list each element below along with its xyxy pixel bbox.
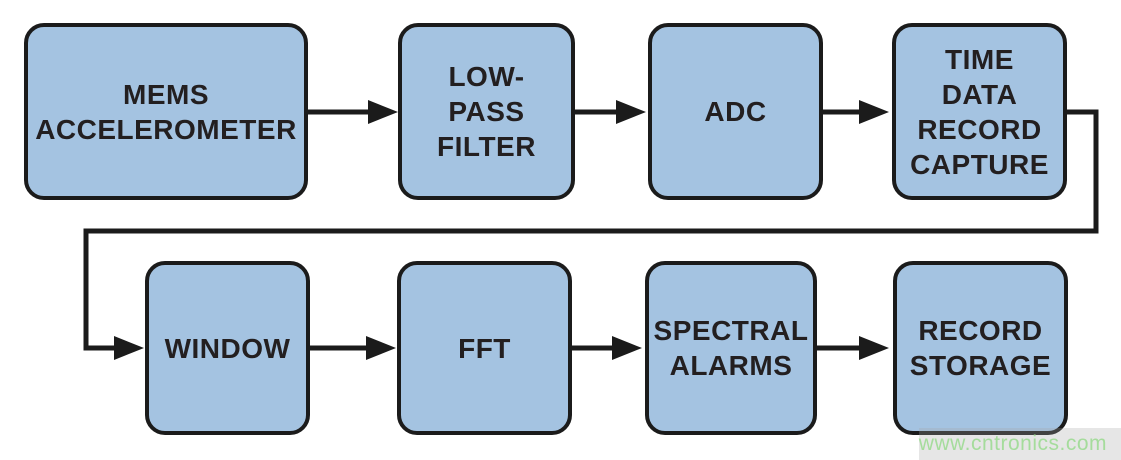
arrow-spectral-to-record: [817, 336, 889, 360]
block-mems-accelerometer: MEMS ACCELEROMETER: [24, 23, 308, 200]
block-window: WINDOW: [145, 261, 310, 435]
block-label-fft: FFT: [458, 332, 511, 364]
block-adc: ADC: [648, 23, 823, 200]
block-fft: FFT: [397, 261, 572, 435]
block-label-time-data-record-capture: TIME DATA RECORD CAPTURE: [910, 43, 1049, 180]
watermark-text: www.cntronics.com: [918, 432, 1107, 455]
block-label-record-storage: RECORD STORAGE: [909, 315, 1052, 381]
block-record-storage: RECORD STORAGE: [893, 261, 1068, 435]
arrow-adc-to-timedata: [823, 100, 889, 124]
watermark-band: www.cntronics.com: [919, 428, 1121, 460]
block-label-mems-accelerometer: MEMS ACCELEROMETER: [35, 78, 297, 145]
block-label-low-pass-filter: LOW- PASS FILTER: [437, 61, 536, 162]
arrow-window-to-fft: [310, 336, 396, 360]
block-time-data-record-capture: TIME DATA RECORD CAPTURE: [892, 23, 1067, 200]
arrow-mems-to-lowpass: [308, 100, 398, 124]
block-spectral-alarms: SPECTRAL ALARMS: [645, 261, 817, 435]
block-label-window: WINDOW: [164, 332, 291, 364]
block-low-pass-filter: LOW- PASS FILTER: [398, 23, 575, 200]
block-label-adc: ADC: [704, 96, 767, 127]
connector-timedata-to-window: [83, 109, 1099, 360]
arrow-fft-to-spectral: [572, 336, 642, 360]
arrow-lowpass-to-adc: [575, 100, 646, 124]
block-label-spectral-alarms: SPECTRAL ALARMS: [653, 315, 809, 381]
